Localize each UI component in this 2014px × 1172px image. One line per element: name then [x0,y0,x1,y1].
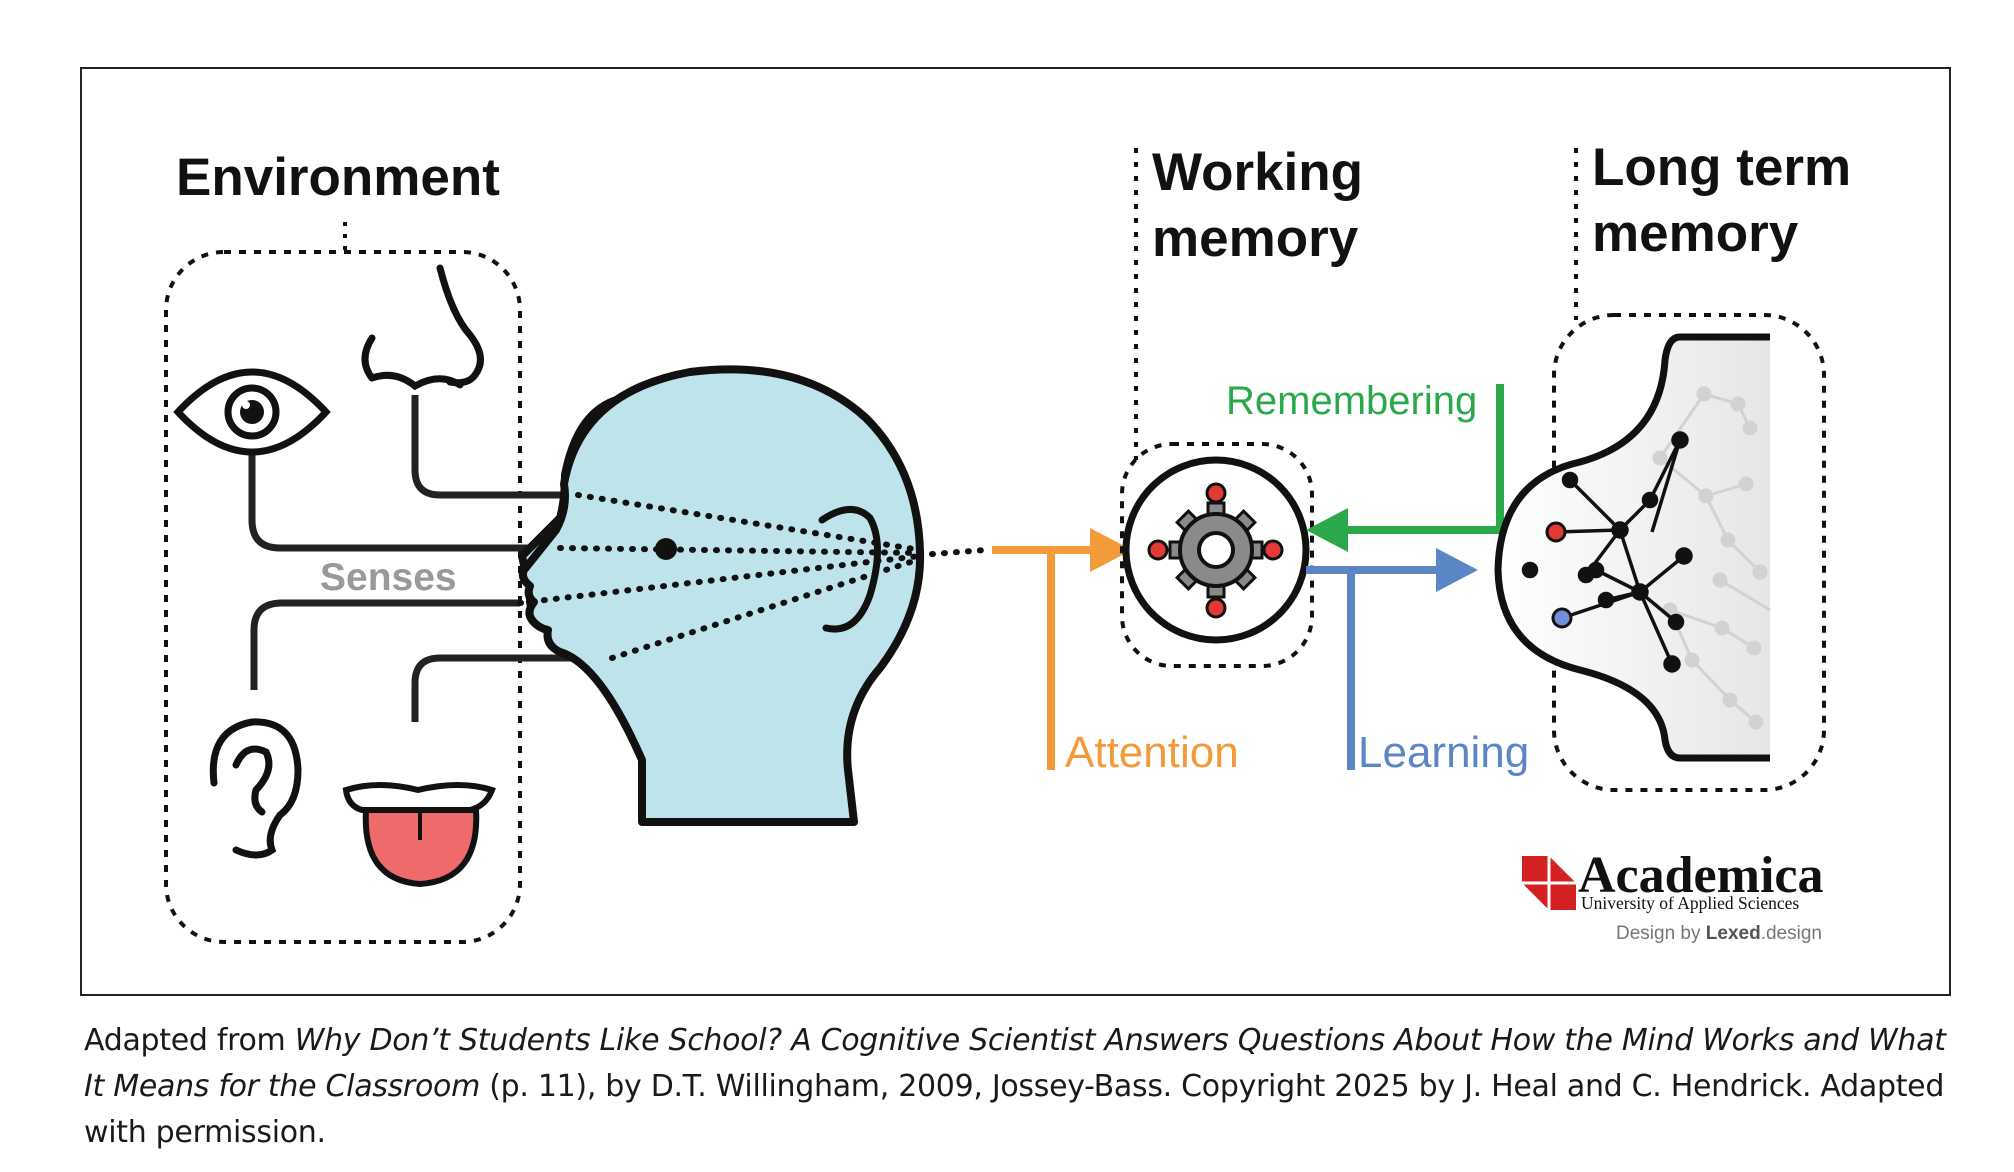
nose-icon [361,264,484,391]
sensory-paths [517,492,988,661]
sense-wires [248,395,612,722]
design-credit: Design by Lexed.design [1616,923,1822,944]
long-term-memory-title-line2: memory [1592,204,1799,263]
academica-logo-name: Academica [1578,847,1823,904]
head-focus-dot [655,538,677,560]
environment-title: Environment [176,148,500,207]
caption-book-title: Why Don’t Students Like School? A Cognit… [84,1023,1946,1104]
long-term-memory-store [1498,337,1770,758]
neural-network [1521,431,1693,673]
eye-icon [173,368,331,456]
remembering-label: Remembering [1226,379,1477,423]
ear-icon [209,718,302,859]
learning-arrow [1306,548,1478,770]
faint-network [1652,386,1771,730]
caption-part1: Adapted from [84,1023,295,1058]
environment-box [164,250,522,944]
long-term-memory-title-line1: Long term [1592,138,1851,197]
design-credit-suffix: .design [1761,923,1822,944]
remembering-arrow [1306,384,1504,552]
working-memory-box [1120,442,1314,668]
memory-node-blue [1551,607,1573,629]
long-term-memory-outline [1494,333,1770,762]
academica-logo-subtitle: University of Applied Sciences [1581,893,1799,913]
tongue-icon [342,782,496,888]
senses-label: Senses [320,556,457,599]
design-credit-brand: Lexed [1706,923,1761,944]
memory-node-red [1545,521,1567,543]
attention-label: Attention [1065,728,1239,777]
academica-logo-icon [1522,856,1576,910]
learning-label: Learning [1358,728,1529,777]
figure-caption: Adapted from Why Don’t Students Like Sch… [84,1018,1974,1156]
figure-frame [80,67,1951,996]
gear-icon [1168,501,1264,599]
caption-part2: (p. 11), by D.T. Willingham, 2009, Josse… [84,1069,1945,1150]
head-outline [518,365,925,826]
attention-arrow [992,528,1132,770]
working-memory-title-line2: memory [1152,209,1359,268]
working-memory-title-line1: Working [1152,143,1363,202]
working-memory-nodes [1147,482,1284,619]
design-credit-prefix: Design by [1616,923,1706,944]
